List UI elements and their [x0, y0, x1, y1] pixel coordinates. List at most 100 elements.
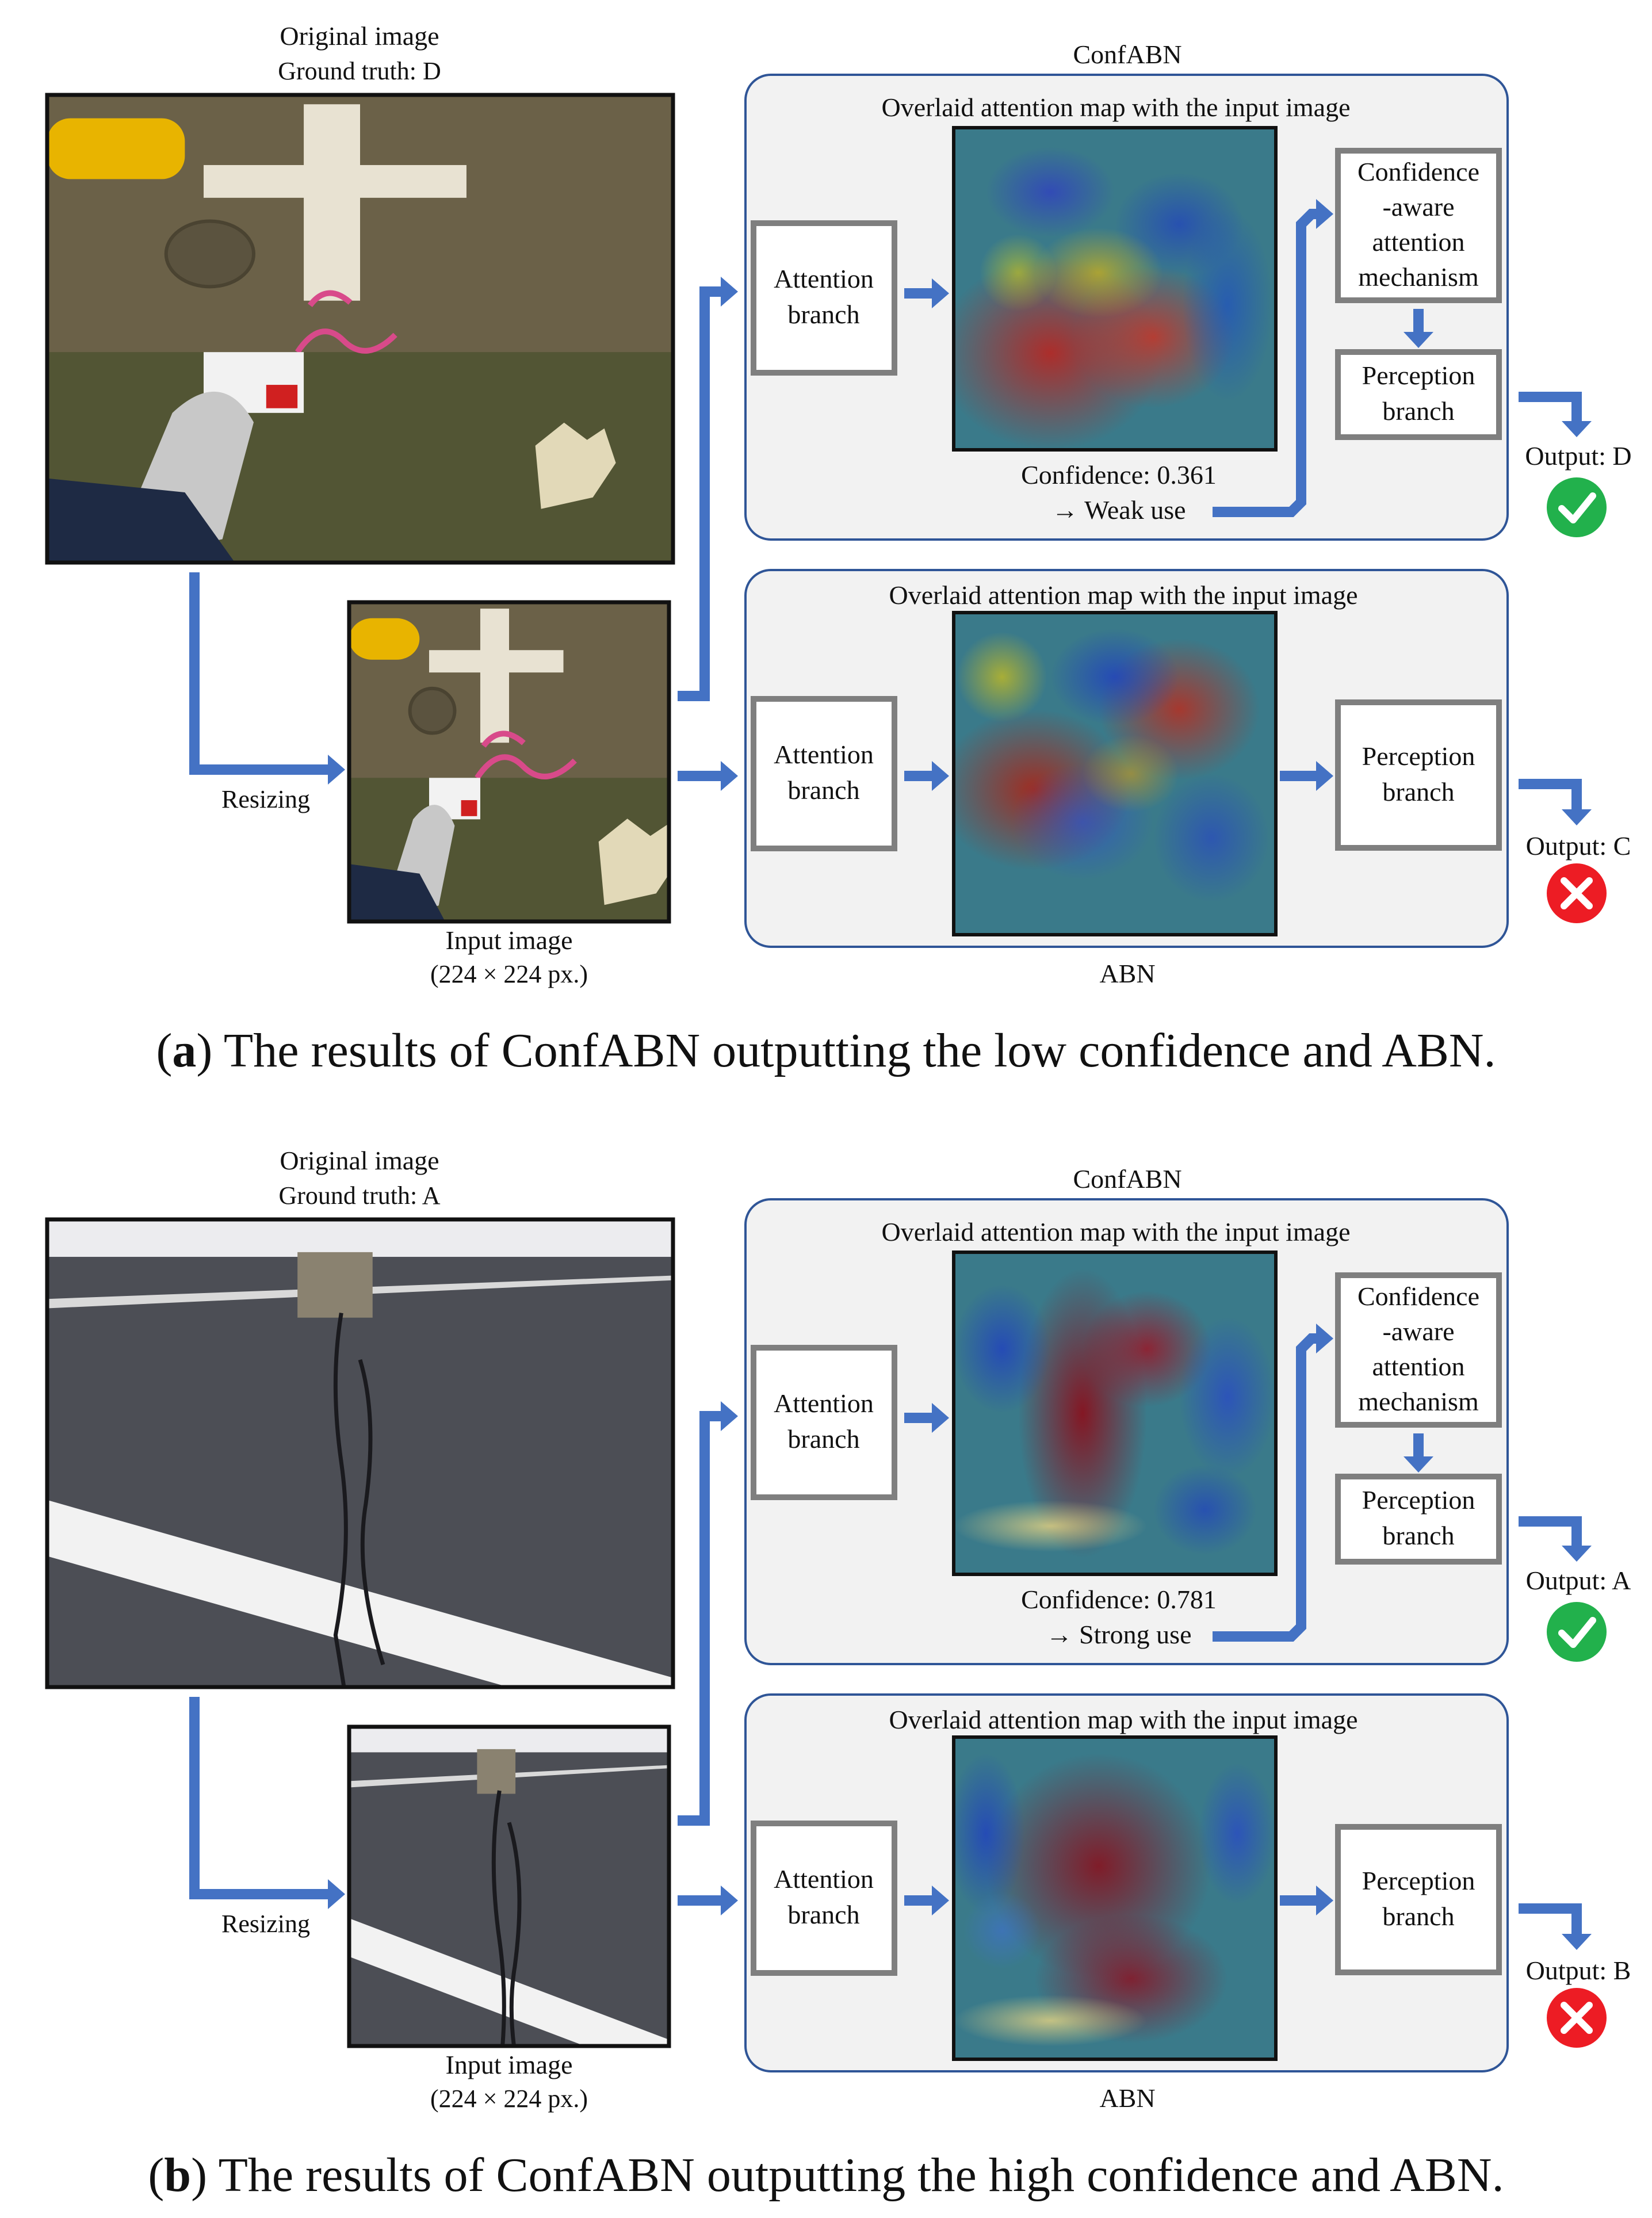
panel-b-confabn-perception-branch-line-2: branch [1382, 1521, 1455, 1550]
panel-a-abn-overlay-caption: Overlaid attention map with the input im… [889, 580, 1358, 610]
panel-a-abn-arrow-attn-map [904, 761, 949, 791]
panel-a-input-photo-frame [347, 600, 671, 924]
panel-a-confidence-arrow [1213, 199, 1333, 517]
panel-b-confabn-perception-branch-line-1: Perception [1362, 1485, 1475, 1515]
panel-a-abn-attention-branch-line-1: Attention [774, 740, 874, 769]
panel-a-abn-arrow-perception [1280, 761, 1333, 791]
panel-a-abn-title: ABN [1099, 959, 1156, 988]
panel-b-confabn-output-arrow [1519, 1516, 1592, 1562]
panel-a-confabn-attention-branch-line-2: branch [787, 300, 860, 329]
panel-b-caption-label: b [164, 2148, 192, 2202]
panel-b-confidence-mechanism-line-4: mechanism [1358, 1387, 1479, 1416]
panel-a-abn-result-mark [1547, 863, 1607, 923]
panel-b-confabn-overlay-caption: Overlaid attention map with the input im… [881, 1217, 1351, 1246]
panel-b-arrow-mech-perception [1404, 1433, 1433, 1473]
panel-b-confabn-use: → Strong use [1046, 1620, 1192, 1649]
panel-a-abn-perception-branch [1335, 699, 1502, 851]
panel-b-input-photo [349, 1727, 669, 2046]
panel-b-abn-arrow-attn-map [904, 1886, 949, 1915]
panel-b-arrow-to-confabn [678, 1401, 738, 1826]
panel-b-abn-attention-branch [751, 1821, 897, 1976]
panel-b-confabn-arrow-attn-map [904, 1403, 949, 1433]
panel-a-confabn-use: → Weak use [1051, 495, 1186, 525]
panel-b-abn-attention-map [954, 1737, 1276, 2059]
panel-a-confabn-arrow-attn-map [904, 278, 949, 308]
panel-a-abn-output-arrow [1519, 779, 1592, 825]
panel-b-abn-attention-map-frame [952, 1735, 1278, 2061]
panel-a-confabn-perception-branch-line-2: branch [1382, 396, 1455, 426]
panel-a-confabn-confidence: Confidence: 0.361 [1021, 460, 1217, 490]
panel-b-confabn-output: Output: A [1525, 1566, 1631, 1595]
panel-a-original-photo-frame [45, 93, 675, 565]
panel-b-confabn-title: ConfABN [1073, 1164, 1182, 1194]
panel-a-confabn-attention-map-frame [952, 126, 1278, 452]
panel-b-ground-truth: Ground truth: A [278, 1181, 441, 1210]
panel-b-caption: (b) The results of ConfABN outputting th… [148, 2148, 1504, 2202]
panel-b-confabn-attention-branch-line-2: branch [787, 1424, 860, 1454]
panel-a-abn-attention-map [954, 613, 1276, 935]
panel-b-confidence-mechanism [1335, 1272, 1502, 1428]
panel-b-arrow-to-abn [678, 1886, 738, 1915]
panel-a-arrow-to-abn [678, 761, 738, 791]
panel-a-confabn-result-mark [1547, 477, 1607, 537]
panel-b-abn-attention-branch-line-1: Attention [774, 1864, 874, 1894]
panel-b-input-photo-frame [347, 1724, 671, 2048]
panel-b-abn-perception-branch-line-2: branch [1382, 1901, 1455, 1931]
panel-b-confabn-attention-branch [751, 1345, 897, 1500]
panel-a-original-image-title: Original image [280, 21, 439, 51]
panel-b-original-photo [47, 1219, 673, 1687]
panel-b-abn-overlay-caption: Overlaid attention map with the input im… [889, 1705, 1358, 1734]
panel-a-confidence-mechanism-line-4: mechanism [1358, 262, 1479, 292]
panel-a-confabn-perception-branch [1335, 349, 1502, 440]
panel-a-abn-attention-map-frame [952, 611, 1278, 936]
panel-a-confabn-title: ConfABN [1073, 40, 1182, 69]
panel-a-abn-output: Output: C [1525, 831, 1631, 861]
panel-a-caption-label: a [172, 1024, 197, 1077]
panel-a-confidence-mechanism [1335, 148, 1502, 303]
panel-a-abn-perception-branch-line-1: Perception [1362, 741, 1475, 771]
panel-a-abn-attention-branch [751, 696, 897, 851]
panel-a-confabn-attention-branch-line-1: Attention [774, 264, 874, 293]
panel-b-confidence-mechanism-line-3: attention [1372, 1352, 1465, 1381]
panel-b-confabn-confidence: Confidence: 0.781 [1021, 1585, 1217, 1614]
panel-a-confabn-attention-map [954, 128, 1276, 450]
panel-b-original-photo-frame [45, 1217, 675, 1689]
panel-a-abn-perception-branch-line-2: branch [1382, 777, 1455, 806]
panel-b-original-image-title: Original image [280, 1146, 439, 1175]
panel-b-abn-attention-branch-line-2: branch [787, 1900, 860, 1929]
panel-a-input-photo [349, 602, 669, 921]
panel-a-resizing-label: Resizing [221, 785, 310, 813]
panel-b-resizing-label: Resizing [221, 1910, 310, 1938]
panel-a-confabn-output-arrow [1519, 392, 1592, 437]
panel-a-confabn-perception-branch-line-1: Perception [1362, 361, 1475, 390]
panel-b-abn-arrow-perception [1280, 1886, 1333, 1915]
panel-a-arrow-mech-perception [1404, 309, 1433, 348]
panel-b-abn-perception-branch-line-1: Perception [1362, 1865, 1475, 1895]
panel-b-abn-result-mark [1547, 1988, 1607, 2048]
panel-b-confidence-arrow [1213, 1324, 1333, 1642]
panel-b-confabn-attention-map-frame [952, 1251, 1278, 1576]
panel-b-abn-output: Output: B [1525, 1956, 1631, 1985]
panel-a-original-photo [47, 95, 673, 563]
panel-a-confidence-mechanism-line-3: attention [1372, 227, 1465, 257]
panel-a-ground-truth: Ground truth: D [278, 57, 441, 85]
panel-b-abn-perception-branch [1335, 1824, 1502, 1975]
panel-a-input-image-label: Input image [445, 926, 573, 955]
panel-b-confabn-attention-branch-line-1: Attention [774, 1389, 874, 1418]
panel-a-caption-text: The results of ConfABN outputting the lo… [212, 1024, 1496, 1077]
panel-b-confidence-mechanism-line-1: Confidence [1357, 1282, 1480, 1311]
panel-b-confidence-mechanism-line-2: -aware [1382, 1317, 1455, 1346]
panel-a-confidence-mechanism-line-2: -aware [1382, 192, 1455, 221]
panel-b-input-image-size: (224 × 224 px.) [430, 2085, 588, 2113]
panel-a-input-image-size: (224 × 224 px.) [430, 960, 588, 988]
panel-b-resize-arrow [189, 1697, 345, 1909]
panel-a-confabn-overlay-caption: Overlaid attention map with the input im… [881, 93, 1351, 122]
panel-a-confidence-mechanism-line-1: Confidence [1357, 157, 1480, 186]
panel-a-confabn-attention-branch [751, 220, 897, 376]
panel-b-caption-text: The results of ConfABN outputting the hi… [207, 2148, 1504, 2202]
panel-b-abn-title: ABN [1099, 2083, 1156, 2113]
panel-b-confabn-perception-branch [1335, 1474, 1502, 1565]
panel-b-input-image-label: Input image [445, 2050, 573, 2079]
